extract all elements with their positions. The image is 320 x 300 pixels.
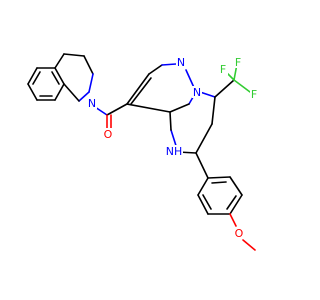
atom-label-n-pyrazole-bridge: N <box>193 86 201 99</box>
saturated-ring-isoquinoline <box>54 53 94 102</box>
methoxyphenyl-group <box>195 152 256 251</box>
atom-f-right: F <box>250 88 259 101</box>
atom-f-top: F <box>234 56 243 69</box>
pyrazole-ring <box>126 63 197 113</box>
atom-label-n-isoquinoline: N <box>88 97 96 110</box>
pyrimidine-ring <box>169 91 216 154</box>
atom-n-isoquinoline: N <box>87 97 97 110</box>
atom-nh: NH <box>165 145 183 158</box>
atom-label-n-pyrazole-top: N <box>177 56 185 69</box>
atom-label-o-carbonyl: O <box>104 128 113 141</box>
atom-label-o-methoxy: O <box>235 227 244 240</box>
atom-label-nh: NH <box>166 145 183 158</box>
atom-labels: N O N N NH F F F <box>87 56 259 240</box>
molecule-structure: N O N N NH F F F <box>27 53 259 251</box>
atom-n-pyrazole-top: N <box>176 56 186 69</box>
carbonyl-group <box>94 103 128 131</box>
atom-label-f-left: F <box>220 63 226 76</box>
benzene-ring-isoquinoline <box>27 67 65 101</box>
atom-label-f-right: F <box>251 88 257 101</box>
atom-o-carbonyl: O <box>103 128 113 141</box>
atom-o-methoxy: O <box>234 227 244 240</box>
atom-label-f-top: F <box>235 56 241 69</box>
atom-f-left: F <box>219 63 228 76</box>
atom-n-pyrazole-bridge: N <box>192 86 202 99</box>
